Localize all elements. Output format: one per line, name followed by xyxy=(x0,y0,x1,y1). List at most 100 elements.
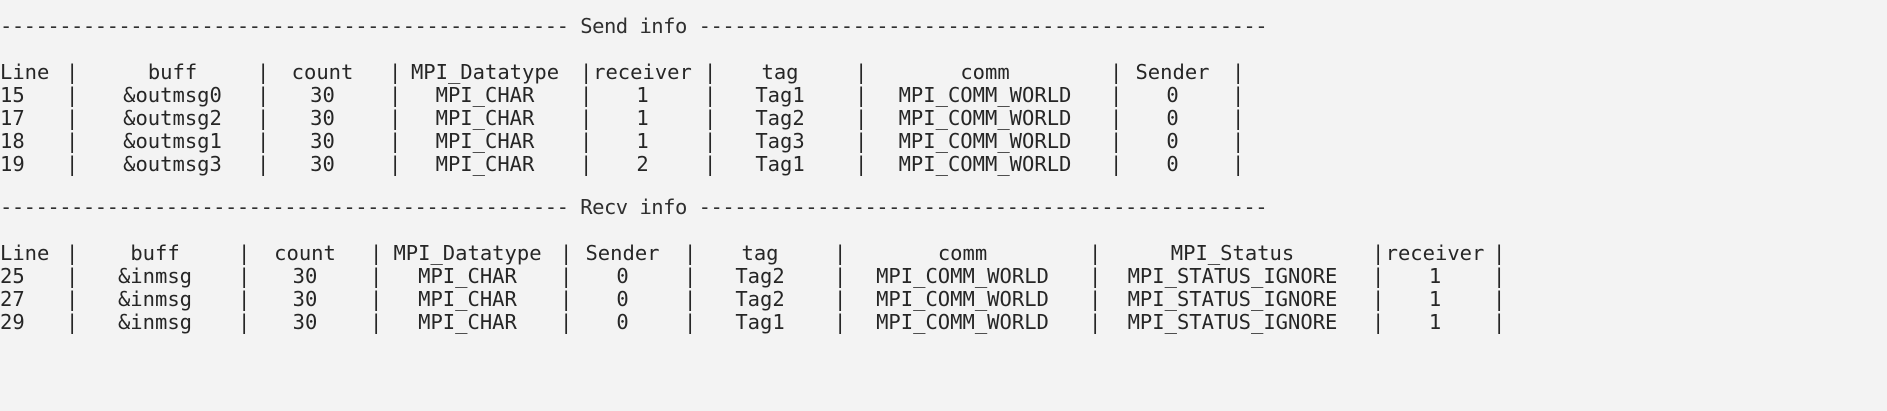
column-separator: | xyxy=(66,287,79,311)
column-separator: | xyxy=(1110,152,1123,176)
column-separator: | xyxy=(66,264,79,288)
table-cell: 19 xyxy=(0,152,25,176)
table-cell: 1 xyxy=(636,129,649,153)
column-separator: | xyxy=(560,287,573,311)
table-cell: 15 xyxy=(0,83,25,107)
column-separator: | xyxy=(834,241,847,265)
table-cell: Tag1 xyxy=(755,152,805,176)
column-separator: | xyxy=(834,264,847,288)
column-header: count xyxy=(291,60,354,84)
recv-info-banner: ----------------------------------------… xyxy=(0,195,1268,219)
column-separator: | xyxy=(684,287,697,311)
column-separator: | xyxy=(389,129,402,153)
table-cell: Tag1 xyxy=(755,83,805,107)
column-separator: | xyxy=(1372,241,1385,265)
column-header: Line xyxy=(0,60,50,84)
column-separator: | xyxy=(1232,129,1245,153)
table-cell: 1 xyxy=(1428,287,1442,311)
column-header: MPI_Status xyxy=(1170,241,1295,265)
column-header: receiver xyxy=(593,60,692,84)
column-separator: | xyxy=(1110,83,1123,107)
table-cell: 30 xyxy=(292,264,318,288)
table-cell: MPI_COMM_WORLD xyxy=(876,287,1049,311)
table-cell: &inmsg xyxy=(117,264,193,288)
table-cell: Tag2 xyxy=(755,106,805,130)
column-separator: | xyxy=(834,310,847,334)
column-separator: | xyxy=(580,83,593,107)
table-cell: MPI_STATUS_IGNORE xyxy=(1127,310,1338,334)
table-cell: 0 xyxy=(1166,106,1179,130)
column-separator: | xyxy=(257,60,270,84)
column-separator: | xyxy=(834,287,847,311)
column-separator: | xyxy=(389,60,402,84)
column-separator: | xyxy=(1493,287,1506,311)
column-header: Sender xyxy=(1135,60,1210,84)
table-cell: 30 xyxy=(310,106,335,130)
table-cell: &inmsg xyxy=(117,310,193,334)
column-separator: | xyxy=(1089,287,1102,311)
table-cell: Tag2 xyxy=(735,264,785,288)
table-cell: MPI_CHAR xyxy=(435,83,535,107)
table-cell: 29 xyxy=(0,310,25,334)
column-separator: | xyxy=(66,60,79,84)
table-cell: MPI_CHAR xyxy=(418,310,517,334)
column-separator: | xyxy=(704,60,717,84)
column-header: MPI_Datatype xyxy=(410,60,560,84)
column-separator: | xyxy=(1110,129,1123,153)
column-separator: | xyxy=(684,264,697,288)
table-cell: &outmsg2 xyxy=(123,106,222,130)
column-header: MPI_Datatype xyxy=(393,241,542,265)
column-separator: | xyxy=(66,83,79,107)
column-separator: | xyxy=(389,106,402,130)
column-separator: | xyxy=(684,310,697,334)
table-cell: 1 xyxy=(636,83,649,107)
column-separator: | xyxy=(1372,287,1385,311)
column-separator: | xyxy=(1110,106,1123,130)
table-cell: 17 xyxy=(0,106,25,130)
column-separator: | xyxy=(1089,310,1102,334)
table-cell: MPI_COMM_WORLD xyxy=(898,83,1072,107)
table-cell: MPI_CHAR xyxy=(418,287,517,311)
column-separator: | xyxy=(704,129,717,153)
send-info-banner: ----------------------------------------… xyxy=(0,14,1268,38)
table-cell: &inmsg xyxy=(117,287,193,311)
column-separator: | xyxy=(370,241,383,265)
table-cell: 30 xyxy=(310,83,335,107)
table-cell: 0 xyxy=(616,287,629,311)
column-separator: | xyxy=(66,152,79,176)
table-cell: 0 xyxy=(1166,129,1179,153)
column-separator: | xyxy=(238,287,251,311)
table-cell: 0 xyxy=(616,310,629,334)
column-header: receiver xyxy=(1385,241,1485,265)
column-separator: | xyxy=(238,264,251,288)
column-header: Sender xyxy=(585,241,660,265)
column-separator: | xyxy=(855,83,868,107)
column-header: comm xyxy=(960,60,1010,84)
table-cell: 30 xyxy=(292,310,318,334)
column-separator: | xyxy=(257,129,270,153)
column-separator: | xyxy=(66,129,79,153)
table-cell: 25 xyxy=(0,264,25,288)
column-separator: | xyxy=(1372,264,1385,288)
table-cell: MPI_COMM_WORLD xyxy=(898,152,1072,176)
column-separator: | xyxy=(560,310,573,334)
table-cell: &outmsg1 xyxy=(123,129,222,153)
column-separator: | xyxy=(257,83,270,107)
column-separator: | xyxy=(855,60,868,84)
column-separator: | xyxy=(580,106,593,130)
table-cell: MPI_COMM_WORLD xyxy=(898,129,1072,153)
table-cell: Tag3 xyxy=(755,129,805,153)
column-separator: | xyxy=(580,152,593,176)
table-cell: MPI_CHAR xyxy=(435,129,535,153)
column-separator: | xyxy=(1493,310,1506,334)
column-separator: | xyxy=(580,60,593,84)
table-cell: MPI_CHAR xyxy=(435,106,535,130)
column-separator: | xyxy=(257,106,270,130)
column-separator: | xyxy=(389,83,402,107)
table-cell: &outmsg3 xyxy=(123,152,222,176)
column-separator: | xyxy=(855,106,868,130)
table-cell: MPI_STATUS_IGNORE xyxy=(1127,287,1338,311)
table-cell: MPI_CHAR xyxy=(435,152,535,176)
table-cell: MPI_COMM_WORLD xyxy=(898,106,1072,130)
